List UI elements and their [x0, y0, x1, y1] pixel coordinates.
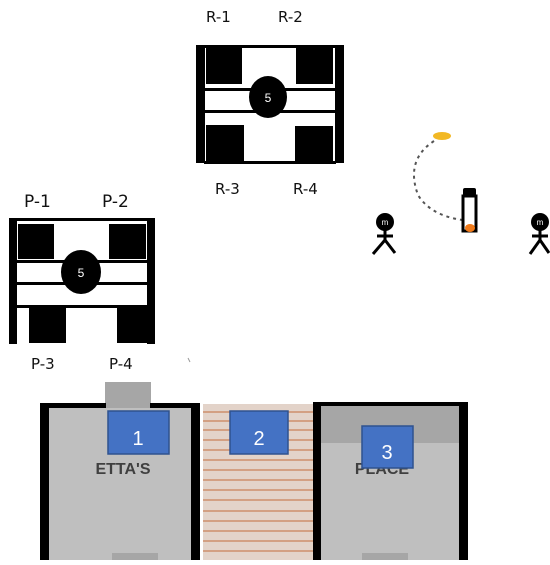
- table-p-chair-2: [109, 224, 146, 259]
- seat-label-r4: R-4: [293, 180, 318, 198]
- table-r-number: 5: [265, 91, 272, 105]
- section-3-marker: [361, 425, 414, 469]
- section-3-top-wall: [313, 402, 468, 406]
- tripod-right-leg-1: [528, 239, 542, 255]
- table-r-chair-4: [295, 126, 333, 163]
- seat-label-r3: R-3: [215, 180, 240, 198]
- section-3-number: 3: [381, 442, 392, 464]
- table-p-top-bar: [16, 218, 148, 221]
- section-1-right-wall: [191, 403, 200, 560]
- light-stand-left: m: [371, 213, 397, 255]
- tripod-left-head: [376, 213, 394, 231]
- table-p-chair-4: [117, 306, 150, 343]
- seat-label-p4: P-4: [109, 355, 133, 373]
- table-r-chair-1: [206, 48, 242, 84]
- section-1-entrance: [105, 382, 151, 410]
- torch-tip: [465, 224, 475, 232]
- table-p-chair-3: [29, 306, 66, 343]
- tripod-left-glyph: m: [382, 218, 389, 227]
- seat-label-p2: P-2: [102, 192, 129, 212]
- section-1-number: 1: [132, 428, 143, 450]
- flame-icon: [433, 132, 451, 140]
- tripod-right-leg-2: [538, 239, 550, 254]
- tripod-right-glyph: m: [537, 218, 544, 227]
- table-p-right-rail: [147, 218, 155, 344]
- tripod-right-head: [531, 213, 549, 231]
- table-p-mid-bar-3: [16, 305, 148, 308]
- seat-label-p1: P-1: [24, 192, 51, 212]
- table-r-left-rail: [196, 45, 205, 163]
- light-arc-path: [413, 140, 463, 221]
- section-3-room: PLACE 3: [313, 402, 468, 560]
- tripod-left-leg-1: [371, 239, 387, 255]
- table-r-right-rail: [335, 45, 344, 163]
- table-p-left-rail: [9, 218, 17, 344]
- section-1-bottom-door: [112, 553, 158, 560]
- section-3-left-wall: [313, 402, 321, 560]
- section-2-walkway: 2: [203, 404, 313, 560]
- section-1-left-wall: [40, 403, 49, 560]
- table-r-center: [249, 76, 287, 118]
- table-p-center: [61, 250, 101, 294]
- seat-label-p3: P-3: [31, 355, 55, 373]
- torch-light: [413, 132, 478, 233]
- table-r-chair-2: [296, 48, 333, 84]
- tripod-left-leg-2: [383, 239, 397, 254]
- stray-mark: [187, 357, 191, 363]
- table-r-chair-3: [206, 125, 244, 163]
- section-1-marker: [107, 410, 170, 455]
- torch-cap: [463, 188, 476, 196]
- seat-label-r1: R-1: [206, 8, 231, 26]
- section-1-top-wall-left: [40, 403, 106, 408]
- section-1-top-wall-right: [150, 403, 200, 408]
- table-r-bottom-bar: [204, 161, 336, 164]
- section-2-number: 2: [253, 428, 264, 450]
- table-p-chair-1: [18, 224, 54, 259]
- light-stand-right: m: [528, 213, 550, 255]
- seat-label-r2: R-2: [278, 8, 303, 26]
- section-1-room: ETTA'S 1: [40, 382, 200, 560]
- table-p: 5: [9, 218, 155, 344]
- section-3-right-wall: [459, 402, 468, 560]
- table-r-top-bar: [204, 45, 336, 48]
- table-r: 5: [196, 45, 344, 164]
- section-3-bottom-door: [362, 553, 408, 560]
- section-1-label: ETTA'S: [95, 461, 150, 478]
- section-2-marker: [229, 410, 289, 455]
- table-p-number: 5: [78, 266, 85, 280]
